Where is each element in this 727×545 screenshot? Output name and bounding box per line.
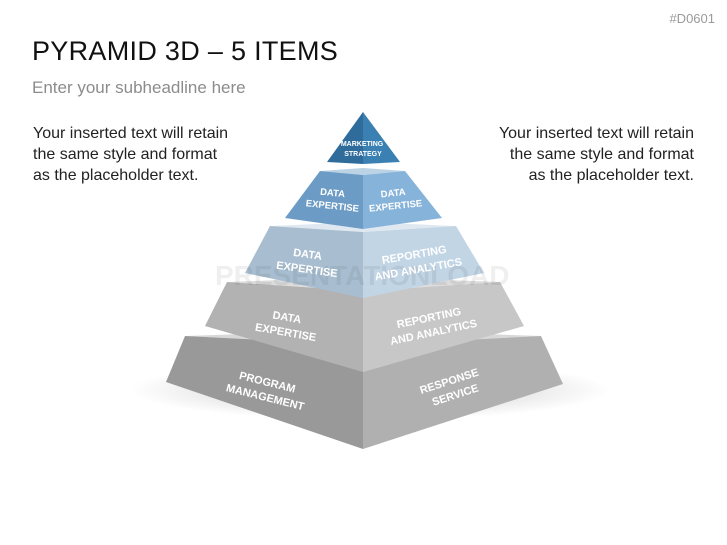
tier3-right-face (363, 226, 484, 298)
tier5-right-face (363, 336, 563, 449)
tier1-label: MARKETING STRATEGY (341, 141, 385, 158)
tier1-right-face (363, 112, 400, 164)
tier1-left-face (327, 112, 363, 164)
tier5-left-face (166, 336, 363, 449)
text-line: the same style and format (33, 146, 218, 163)
tier3-left-face (245, 226, 363, 298)
text-line: as the placeholder text. (528, 167, 694, 184)
slide-title: PYRAMID 3D – 5 ITEMS (32, 36, 339, 66)
text-line: the same style and format (509, 146, 694, 163)
tier4-left-face (205, 282, 363, 372)
text-line: as the placeholder text. (33, 167, 199, 184)
tier4-right-face (363, 282, 524, 372)
tier2-top-rim (320, 168, 405, 175)
text-line: Your inserted text will retain (498, 125, 694, 142)
tier2-right-face (363, 171, 442, 229)
right-text-block: Your inserted text will retain the same … (499, 123, 694, 186)
text-line: Your inserted text will retain (33, 125, 229, 142)
left-text-block: Your inserted text will retain the same … (33, 123, 228, 186)
slide-code: #D0601 (669, 11, 715, 26)
slide-subheadline: Enter your subheadline here (32, 78, 246, 97)
tier2-left-face (285, 171, 363, 229)
watermark: PRESENTATIONLOAD (215, 260, 510, 291)
